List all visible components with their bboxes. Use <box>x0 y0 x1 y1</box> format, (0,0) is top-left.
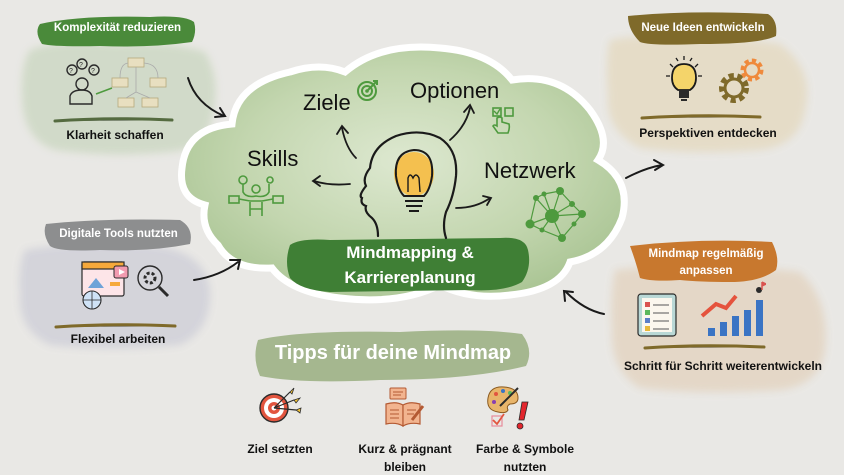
center-title-line1: Mindmapping & <box>346 243 474 262</box>
badge-bottom-left: Digitale Tools nutzten <box>59 228 178 240</box>
center-title: Mindmapping & Karriereplanung <box>300 240 520 290</box>
node-skills: Skills <box>247 146 299 171</box>
tip-2-caption: Kurz & prägnant bleiben <box>345 440 465 475</box>
choice-checkbox-icon <box>492 107 514 134</box>
caption-top-left: Klarheit schaffen <box>66 128 164 142</box>
confused-person-flowchart-icon: ? ? ? <box>66 57 167 108</box>
book-notes-icon <box>385 387 425 428</box>
badge-top-left: Komplexität reduzieren <box>53 22 182 34</box>
target-icon <box>357 80 378 101</box>
multitasking-person-icon <box>228 175 284 216</box>
node-optionen: Optionen <box>410 78 500 103</box>
tip-2-line2: bleiben <box>383 460 426 474</box>
lightbulb-gears-icon <box>666 56 764 103</box>
badge-bottom-right-shape <box>630 240 778 282</box>
badge-bottom-right: Mindmap regelmäßig anpassen <box>636 246 776 280</box>
node-netzwerk: Netzwerk <box>484 158 576 183</box>
network-icon <box>525 187 586 242</box>
badge-bottom-left-shape <box>44 219 191 251</box>
card-dividers <box>53 114 766 350</box>
badge-top-right-shape <box>628 12 777 45</box>
svg-text:?: ? <box>79 62 83 69</box>
tip-1-line1: Ziel setzten <box>247 442 313 456</box>
tips-title-brush <box>255 330 530 382</box>
center-title-brush <box>287 237 530 292</box>
caption-bottom-right: Schritt für Schritt weiterentwickeln <box>623 359 823 373</box>
svg-text:?: ? <box>69 68 73 75</box>
central-lightbulb <box>394 148 434 212</box>
outer-arrows <box>187 77 665 315</box>
tip-3-line2: nutzten <box>503 460 547 474</box>
badge-top-right: Neue Ideen entwickeln <box>641 22 765 34</box>
tip-2-line1: Kurz & prägnant <box>358 442 452 456</box>
digital-tools-icon <box>81 261 170 310</box>
tip-1-caption: Ziel setzten <box>225 440 335 458</box>
inner-arrows <box>311 103 493 209</box>
caption-top-right: Perspektiven entdecken <box>639 126 777 140</box>
tips-title: Tipps für deine Mindmap <box>274 342 512 364</box>
tip-3-caption: Farbe & Symbole nutzten <box>460 440 590 475</box>
badge-bottom-right-line2: anpassen <box>679 265 733 277</box>
badge-bottom-right-line1: Mindmap regelmäßig <box>648 248 764 260</box>
dart-target-icon <box>259 387 302 423</box>
checklist-growth-icon <box>637 281 766 337</box>
svg-text:?: ? <box>91 68 95 75</box>
node-ziele: Ziele <box>303 90 351 115</box>
center-title-line2: Karriereplanung <box>344 268 476 287</box>
badge-top-left-shape <box>37 16 196 47</box>
caption-bottom-left: Flexibel arbeiten <box>70 332 166 346</box>
palette-exclamation-icon <box>487 386 529 430</box>
head-outline <box>359 131 458 240</box>
tip-3-line1: Farbe & Symbole <box>475 442 575 456</box>
